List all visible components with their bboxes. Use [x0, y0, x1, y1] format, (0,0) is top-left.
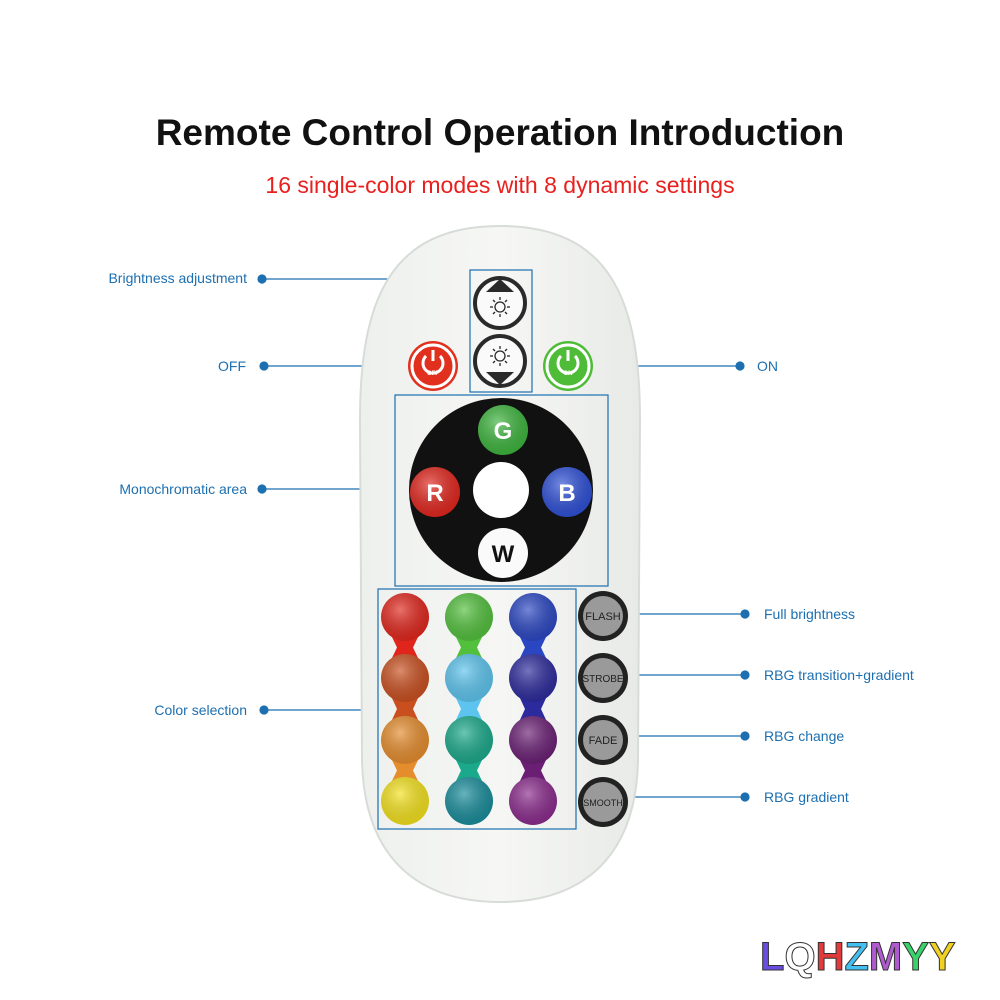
brand-letter: H — [815, 935, 845, 980]
label-flash-desc: Full brightness — [764, 606, 856, 622]
strobe-button[interactable]: STROBE — [578, 653, 628, 703]
white-button[interactable]: W — [478, 528, 528, 578]
color-button-shade — [509, 654, 557, 702]
color-connector — [391, 696, 419, 722]
blue-button-label: B — [558, 480, 575, 507]
dot-smooth — [740, 792, 750, 802]
label-smooth-desc: RBG gradient — [764, 789, 849, 805]
color-button-shade — [445, 716, 493, 764]
brand-letter: Z — [844, 935, 869, 980]
dot-flash — [740, 609, 750, 619]
green-button-label: G — [494, 418, 513, 445]
blue-button[interactable]: B — [542, 467, 592, 517]
off-button-label: OFF — [427, 371, 439, 377]
red-button[interactable]: R — [410, 467, 460, 517]
color-button-shade — [381, 716, 429, 764]
color-connector — [391, 758, 419, 783]
white-button-label: W — [492, 541, 515, 568]
label-fade-desc: RBG change — [764, 728, 845, 744]
flash-button[interactable]: FLASH — [578, 591, 628, 641]
brightness-highlight-box — [469, 269, 533, 393]
fade-button-label: FADE — [589, 735, 618, 747]
smooth-button-label: SMOOTH — [583, 798, 623, 808]
color-button-shade — [445, 654, 493, 702]
color-connector — [455, 758, 483, 783]
dot-brightness — [257, 274, 267, 284]
label-color-selection: Color selection — [154, 702, 247, 718]
color-button-shade — [509, 716, 557, 764]
label-monochromatic: Monochromatic area — [119, 481, 247, 497]
flash-button-label: FLASH — [585, 611, 621, 623]
color-connector — [519, 696, 547, 722]
fade-button[interactable]: FADE — [578, 715, 628, 765]
color-connector — [519, 758, 547, 783]
brand-letter: L — [759, 935, 785, 980]
center-white-button[interactable] — [473, 462, 529, 518]
color-button-shade — [509, 777, 557, 825]
sun-icon — [490, 297, 510, 317]
color-button-shade — [509, 593, 557, 641]
color-connector — [391, 635, 419, 660]
dot-mono — [257, 484, 267, 494]
color-connector — [519, 635, 547, 660]
brand-letter: Y — [902, 935, 930, 980]
dot-off — [259, 361, 269, 371]
color-grid — [381, 593, 557, 825]
color-button-shade — [381, 654, 429, 702]
sun-icon — [490, 346, 510, 366]
color-button-shade — [445, 593, 493, 641]
color-button-shade — [381, 593, 429, 641]
on-button[interactable]: ON — [543, 341, 593, 391]
page-title: Remote Control Operation Introduction — [155, 112, 845, 153]
brand-letter: M — [868, 935, 903, 980]
label-off: OFF — [218, 358, 246, 374]
arrow-up-icon — [486, 279, 514, 292]
on-button-label: ON — [564, 371, 573, 377]
dot-color-selection — [259, 705, 269, 715]
arrow-down-icon — [486, 372, 514, 385]
strobe-button-label: STROBE — [582, 674, 623, 685]
color-connector — [455, 635, 483, 660]
power-icon — [556, 354, 580, 375]
mono-highlight-box — [394, 394, 609, 587]
brightness-up-button[interactable] — [473, 276, 527, 330]
color-button-shade — [445, 777, 493, 825]
color-highlight-box — [377, 588, 577, 830]
dot-fade — [740, 731, 750, 741]
brand-logo: LQHZMYY — [759, 935, 956, 980]
color-button-shade — [381, 777, 429, 825]
label-brightness: Brightness adjustment — [108, 270, 247, 286]
label-strobe-desc: RBG transition+gradient — [764, 667, 914, 683]
red-button-label: R — [426, 480, 443, 507]
smooth-button[interactable]: SMOOTH — [578, 777, 628, 827]
brightness-down-button[interactable] — [473, 334, 527, 388]
color-connector — [455, 696, 483, 722]
dot-strobe — [740, 670, 750, 680]
power-icon — [421, 354, 445, 375]
brand-letter: Q — [784, 935, 816, 980]
green-button[interactable]: G — [478, 405, 528, 455]
dot-on — [735, 361, 745, 371]
page-subtitle: 16 single-color modes with 8 dynamic set… — [265, 172, 735, 198]
brand-letter: Y — [928, 935, 956, 980]
label-on: ON — [757, 358, 778, 374]
off-button[interactable]: OFF — [408, 341, 458, 391]
